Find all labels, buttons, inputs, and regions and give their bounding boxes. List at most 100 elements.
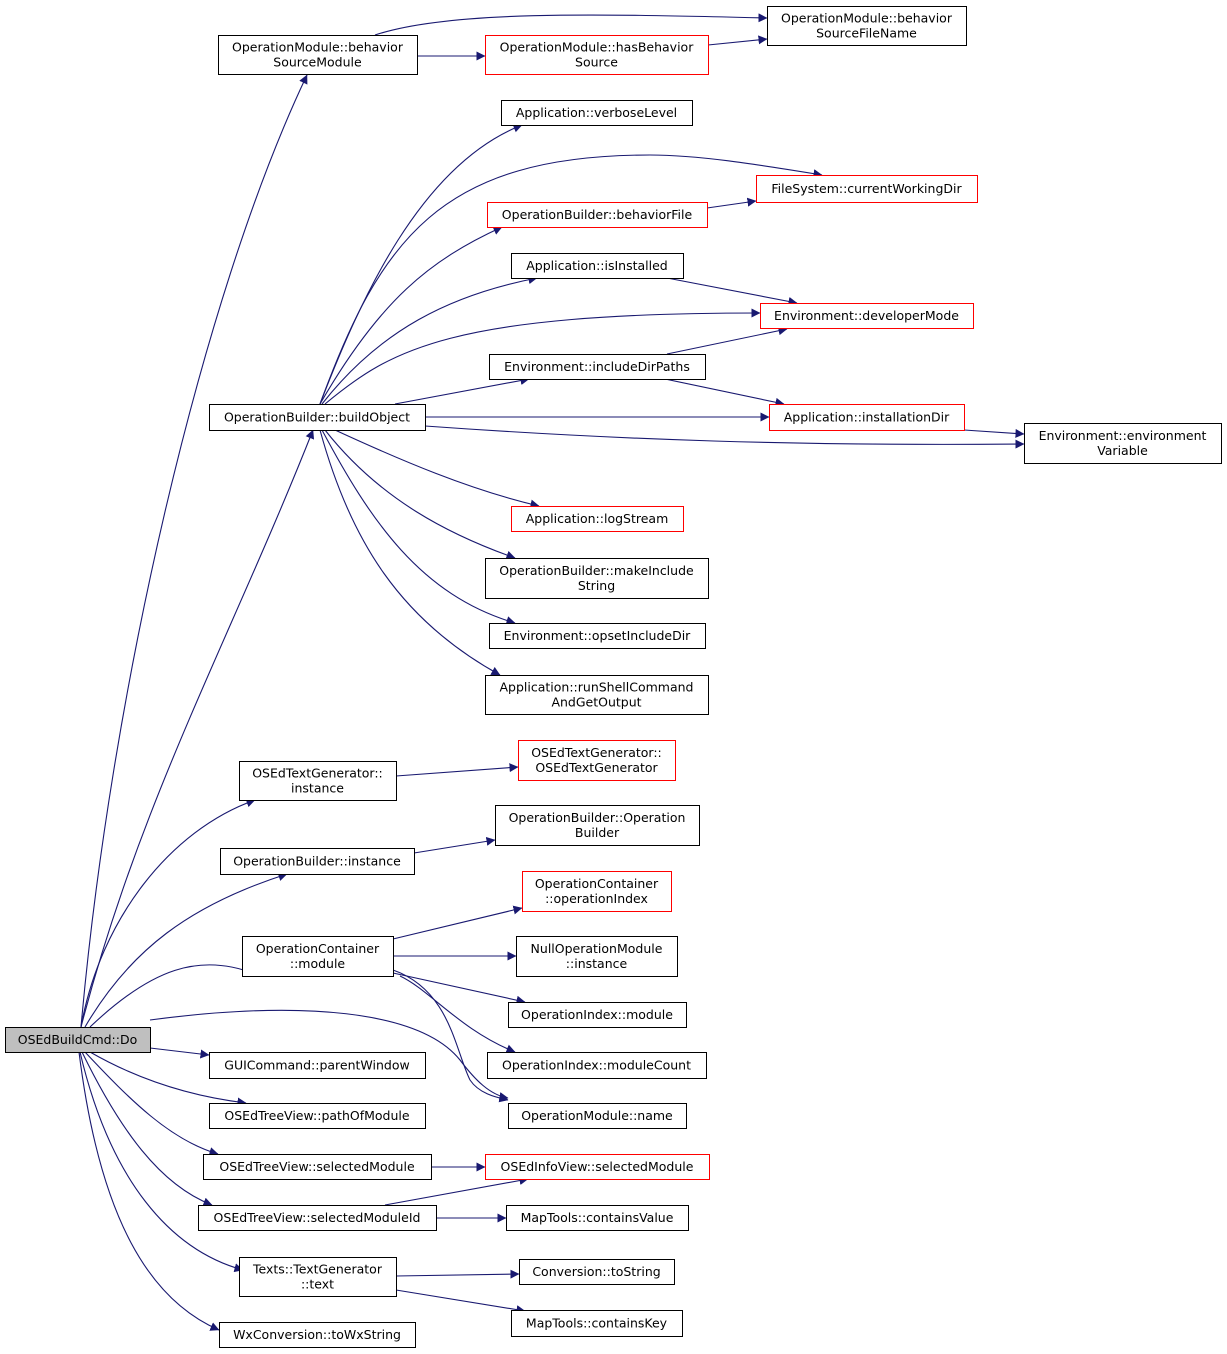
edge-buildObject-to-makeIncludeString bbox=[324, 429, 516, 560]
node-label-runShellCommand-line-0: Application::runShellCommand bbox=[500, 680, 694, 695]
node-developerMode[interactable]: Environment::developerMode bbox=[760, 303, 974, 329]
node-label-textGenInstance-line-1: instance bbox=[291, 781, 344, 796]
node-installationDir[interactable]: Application::installationDir bbox=[769, 404, 965, 431]
node-textGenInstance[interactable]: OSEdTextGenerator::instance bbox=[239, 761, 397, 801]
edge-behaviorFile-to-currentWorkingDir bbox=[706, 197, 757, 209]
node-buildObject[interactable]: OperationBuilder::buildObject bbox=[209, 404, 426, 431]
node-containerModule[interactable]: OperationContainer::module bbox=[242, 936, 394, 977]
node-label-opsetIncludeDir-line-0: Environment::opsetIncludeDir bbox=[504, 628, 692, 643]
node-label-environmentVariable-line-0: Environment::environment bbox=[1039, 428, 1207, 443]
node-label-containsValue-line-0: MapTools::containsValue bbox=[521, 1210, 674, 1225]
node-nullModuleInstance[interactable]: NullOperationModule::instance bbox=[516, 936, 678, 977]
node-label-runShellCommand-line-1: AndGetOutput bbox=[551, 695, 641, 710]
node-box-textGenInstance bbox=[239, 761, 397, 801]
edge-do-to-opBuilderInstance bbox=[84, 872, 288, 1028]
node-logStream[interactable]: Application::logStream bbox=[511, 506, 684, 532]
node-currentWorkingDir[interactable]: FileSystem::currentWorkingDir bbox=[756, 175, 978, 203]
edge-buildObject-to-runShellCommand bbox=[319, 429, 501, 676]
node-moduleName[interactable]: OperationModule::name bbox=[508, 1103, 687, 1129]
node-label-hasBehaviorSource-line-0: OperationModule::hasBehavior bbox=[500, 40, 695, 55]
node-label-verboseLevel-line-0: Application::verboseLevel bbox=[516, 105, 677, 120]
edge-do-to-pathOfModule bbox=[89, 1051, 247, 1107]
edge-buildObject-to-currentWorkingDir bbox=[319, 154, 823, 405]
edge-selectedModuleId-to-infoSelectedModule bbox=[384, 1176, 529, 1206]
node-parentWindow[interactable]: GUICommand::parentWindow bbox=[209, 1052, 426, 1079]
node-operationIndex[interactable]: OperationContainer::operationIndex bbox=[522, 871, 672, 912]
node-label-indexModule-line-0: OperationIndex::module bbox=[521, 1007, 673, 1022]
edge-containerModule-to-moduleName bbox=[392, 969, 509, 1103]
edge-do-to-textGenText bbox=[79, 1051, 244, 1273]
edge-do-to-buildObject bbox=[80, 429, 315, 1028]
node-selectedModuleId[interactable]: OSEdTreeView::selectedModuleId bbox=[198, 1205, 437, 1231]
nodes-layer: OSEdBuildCmd::Do OperationModule::behavio… bbox=[5, 6, 1222, 1348]
node-label-infoSelectedModule-line-0: OSEdInfoView::selectedModule bbox=[501, 1159, 694, 1174]
node-opBuilderInstance[interactable]: OperationBuilder::instance bbox=[220, 848, 415, 875]
node-textGenText[interactable]: Texts::TextGenerator::text bbox=[239, 1257, 397, 1297]
edge-buildObject-to-opsetIncludeDir bbox=[321, 429, 516, 625]
node-containsValue[interactable]: MapTools::containsValue bbox=[506, 1205, 689, 1231]
edge-do-to-toWxString bbox=[78, 1051, 220, 1331]
node-opBuilderCtor[interactable]: OperationBuilder::OperationBuilder bbox=[495, 805, 700, 846]
node-box-moduleName bbox=[508, 1103, 687, 1129]
node-do[interactable]: OSEdBuildCmd::Do bbox=[5, 1027, 151, 1053]
node-box-developerMode bbox=[760, 303, 974, 329]
edge-do-to-parentWindow bbox=[149, 1047, 210, 1059]
node-textGenCtor[interactable]: OSEdTextGenerator::OSEdTextGenerator bbox=[518, 740, 676, 781]
edge-containerModule-to-indexModule bbox=[392, 972, 526, 1005]
edge-do-to-selectedModuleId bbox=[81, 1051, 213, 1207]
node-box-pathOfModule bbox=[209, 1103, 426, 1129]
node-box-behaviorSourceModule bbox=[218, 35, 418, 75]
node-label-moduleCount-line-0: OperationIndex::moduleCount bbox=[502, 1058, 691, 1073]
node-moduleCount[interactable]: OperationIndex::moduleCount bbox=[487, 1052, 707, 1079]
node-box-opBuilderCtor bbox=[495, 805, 700, 846]
node-verboseLevel[interactable]: Application::verboseLevel bbox=[501, 100, 693, 126]
node-label-behaviorSourceModule-line-0: OperationModule::behavior bbox=[232, 40, 404, 55]
node-label-nullModuleInstance-line-1: ::instance bbox=[566, 956, 628, 971]
node-label-moduleName-line-0: OperationModule::name bbox=[521, 1108, 673, 1123]
node-label-environmentVariable-line-1: Variable bbox=[1097, 443, 1148, 458]
node-label-makeIncludeString-line-1: String bbox=[578, 578, 615, 593]
node-includeDirPaths[interactable]: Environment::includeDirPaths bbox=[489, 354, 706, 380]
node-pathOfModule[interactable]: OSEdTreeView::pathOfModule bbox=[209, 1103, 426, 1129]
node-treeSelectedModule[interactable]: OSEdTreeView::selectedModule bbox=[203, 1154, 432, 1180]
node-toWxString[interactable]: WxConversion::toWxString bbox=[219, 1322, 416, 1348]
node-label-treeSelectedModule-line-0: OSEdTreeView::selectedModule bbox=[219, 1159, 415, 1174]
node-label-toString-line-0: Conversion::toString bbox=[532, 1264, 660, 1279]
edge-buildObject-to-developerMode bbox=[324, 308, 761, 405]
edge-hasBehaviorSource-to-behaviorSourceFileName bbox=[707, 35, 768, 46]
node-box-verboseLevel bbox=[501, 100, 693, 126]
node-box-logStream bbox=[511, 506, 684, 532]
node-box-opsetIncludeDir bbox=[489, 623, 706, 649]
edge-isInstalled-to-developerMode bbox=[666, 277, 798, 306]
node-label-behaviorSourceFileName-line-1: SourceFileName bbox=[816, 26, 917, 41]
node-label-behaviorSourceModule-line-1: SourceModule bbox=[273, 55, 362, 70]
node-label-containerModule-line-1: ::module bbox=[290, 956, 346, 971]
node-box-textGenText bbox=[239, 1257, 397, 1297]
node-label-operationIndex-line-1: ::operationIndex bbox=[545, 891, 648, 906]
node-toString[interactable]: Conversion::toString bbox=[519, 1259, 675, 1285]
node-containsKey[interactable]: MapTools::containsKey bbox=[511, 1310, 683, 1337]
node-behaviorFile[interactable]: OperationBuilder::behaviorFile bbox=[487, 202, 708, 228]
node-box-infoSelectedModule bbox=[485, 1154, 710, 1180]
node-label-opBuilderCtor-line-0: OperationBuilder::Operation bbox=[509, 810, 686, 825]
edge-installationDir-to-environmentVariable bbox=[963, 428, 1025, 438]
node-label-opBuilderInstance-line-0: OperationBuilder::instance bbox=[233, 854, 401, 869]
edge-textGenInstance-to-textGenCtor bbox=[395, 763, 519, 777]
edge-do-to-containerModule bbox=[89, 964, 261, 1028]
node-infoSelectedModule[interactable]: OSEdInfoView::selectedModule bbox=[485, 1154, 710, 1180]
node-opsetIncludeDir[interactable]: Environment::opsetIncludeDir bbox=[489, 623, 706, 649]
node-indexModule[interactable]: OperationIndex::module bbox=[508, 1002, 687, 1028]
node-label-textGenText-line-0: Texts::TextGenerator bbox=[252, 1262, 383, 1277]
edge-containerModule-to-operationIndex bbox=[392, 905, 523, 940]
edge-includeDirPaths-to-installationDir bbox=[664, 378, 785, 407]
edge-do-to-behaviorSourceModule bbox=[80, 74, 308, 1028]
node-label-nullModuleInstance-line-0: NullOperationModule bbox=[531, 941, 663, 956]
node-isInstalled[interactable]: Application::isInstalled bbox=[511, 253, 684, 279]
